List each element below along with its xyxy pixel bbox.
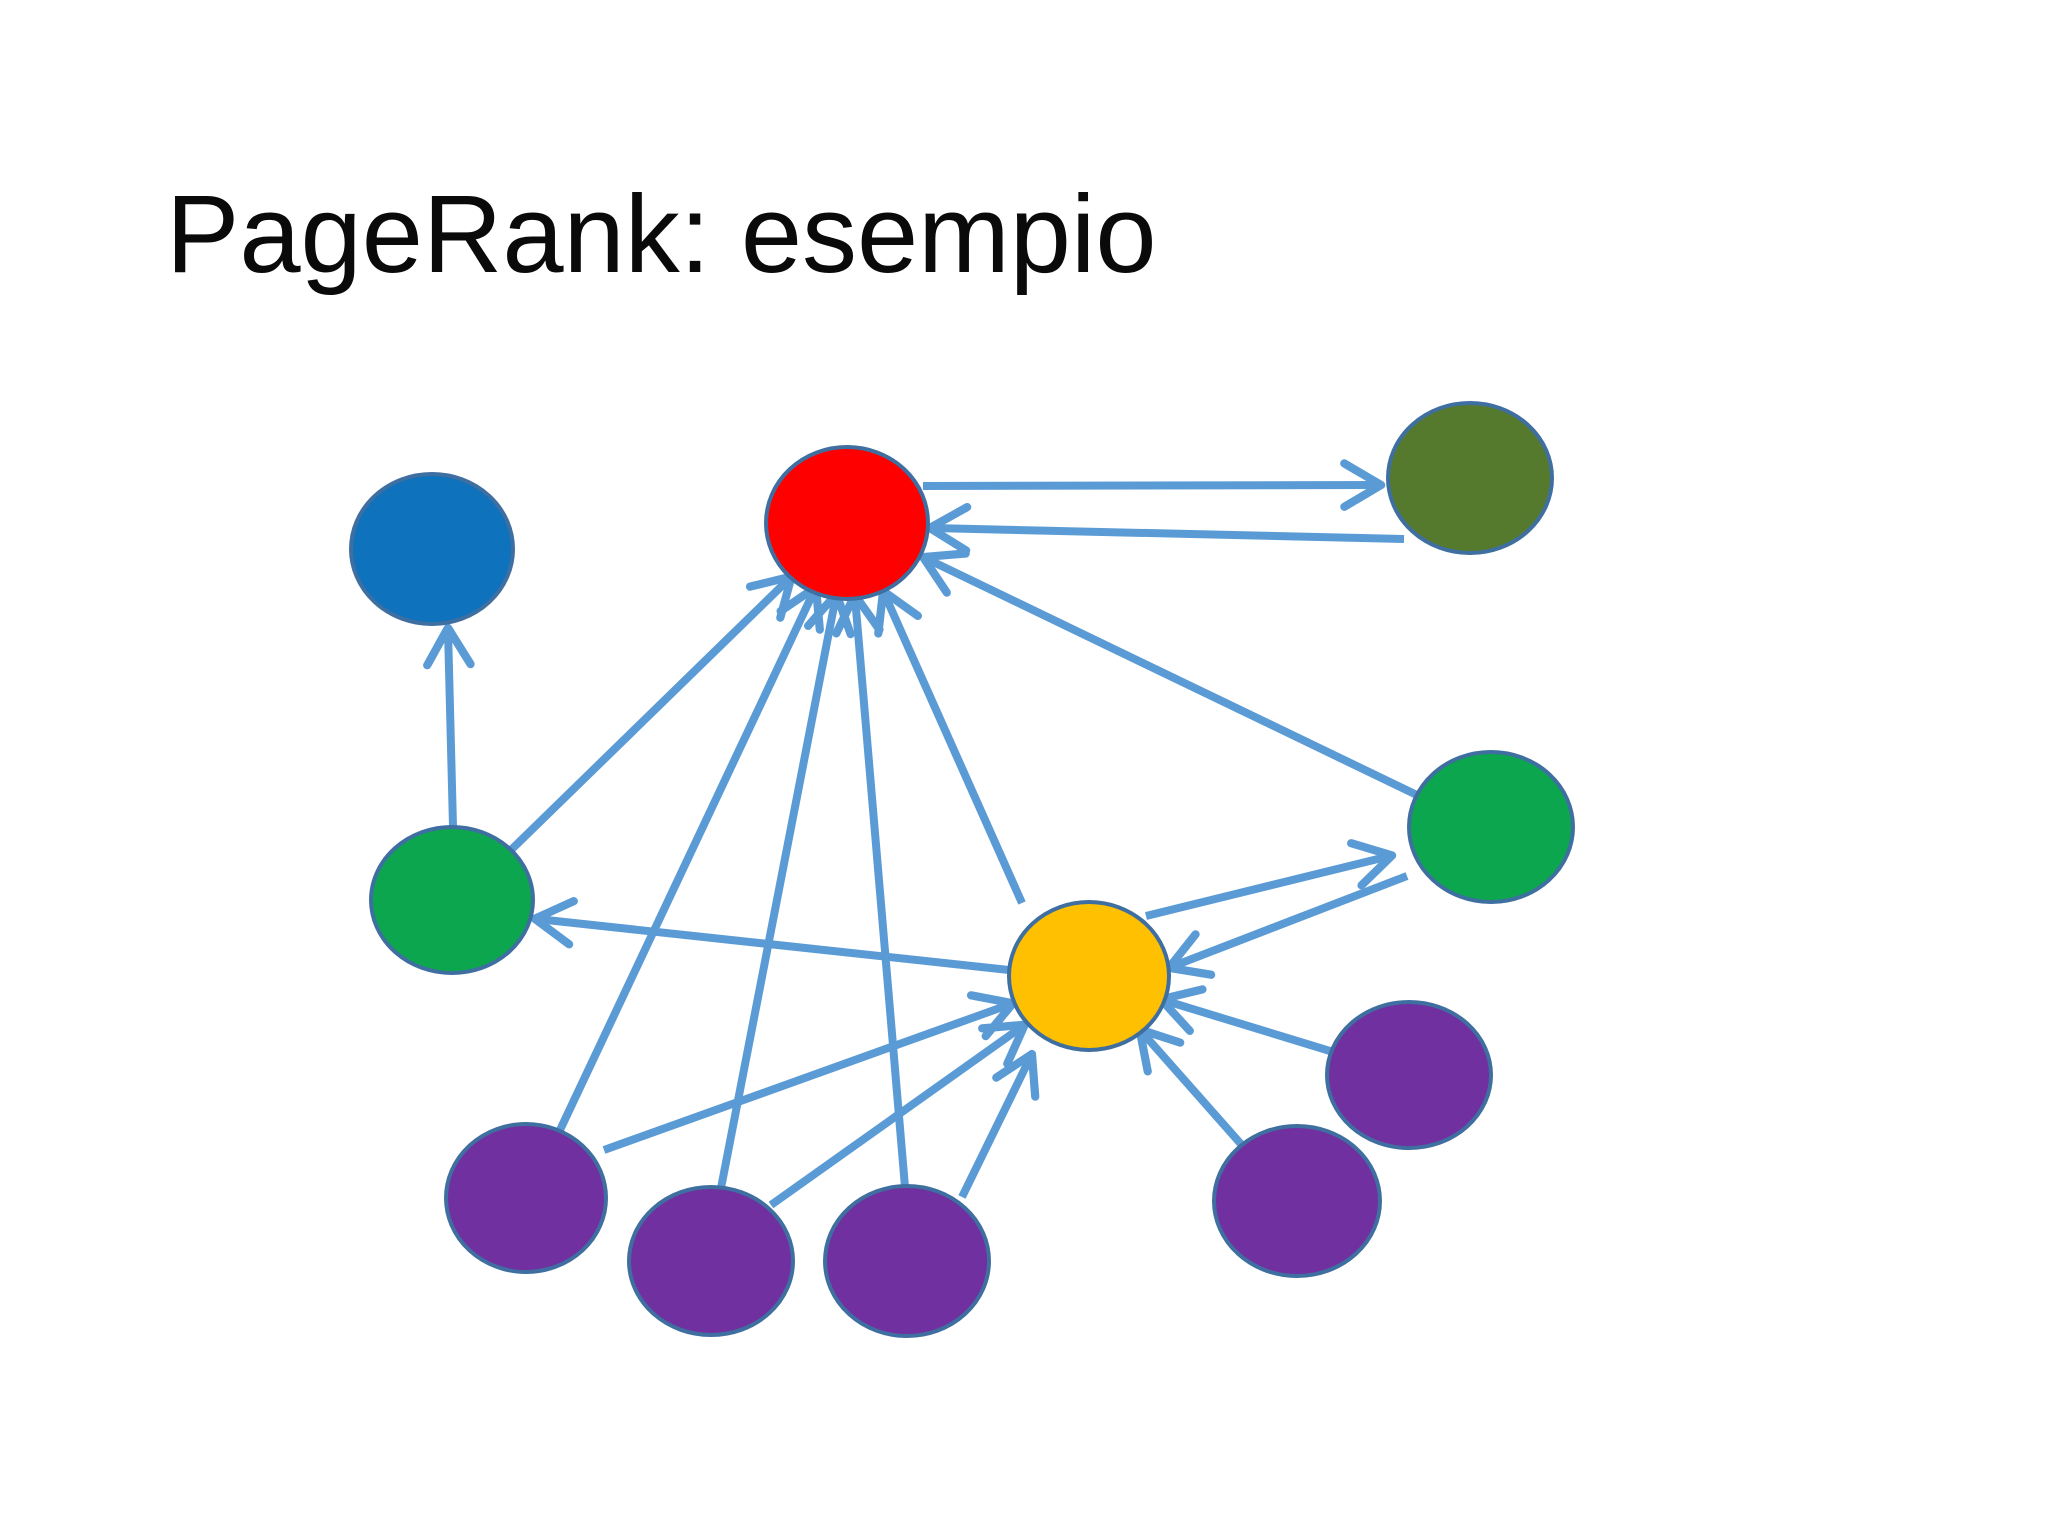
node-purple-5 [1325, 1000, 1493, 1150]
edge-purple-2-to-red [717, 589, 855, 1189]
edge-green-right-to-orange [1164, 872, 1409, 979]
node-purple-2 [627, 1185, 795, 1337]
edge-orange-to-green-left [530, 897, 1010, 974]
node-green-left [369, 825, 535, 975]
edge-orange-to-green-right [1145, 839, 1397, 920]
node-olive [1386, 401, 1554, 555]
node-red [764, 445, 930, 601]
node-blue [349, 472, 515, 626]
node-orange [1007, 900, 1171, 1052]
edge-purple-3-to-red [832, 590, 909, 1188]
node-green-right [1407, 750, 1575, 904]
node-purple-4 [1212, 1124, 1382, 1278]
edge-green-left-to-blue [423, 623, 475, 827]
edge-purple-1-to-orange [602, 991, 1018, 1154]
slide-title: PageRank: esempio [166, 173, 1157, 296]
edge-purple-3-to-orange [958, 1049, 1040, 1199]
edge-green-left-to-red [509, 572, 796, 852]
edge-olive-to-red [925, 503, 1405, 555]
edge-purple-5-to-orange [1156, 985, 1332, 1055]
node-purple-1 [444, 1122, 608, 1274]
edge-orange-to-red [874, 586, 1026, 905]
edge-green-right-to-red [918, 549, 1423, 801]
nodes-layer [349, 401, 1575, 1338]
edge-red-to-olive [922, 459, 1386, 511]
edges-layer [423, 459, 1423, 1209]
edge-purple-1-to-red [556, 582, 824, 1132]
edge-purple-4-to-orange [1135, 1025, 1251, 1155]
node-purple-3 [823, 1184, 991, 1338]
